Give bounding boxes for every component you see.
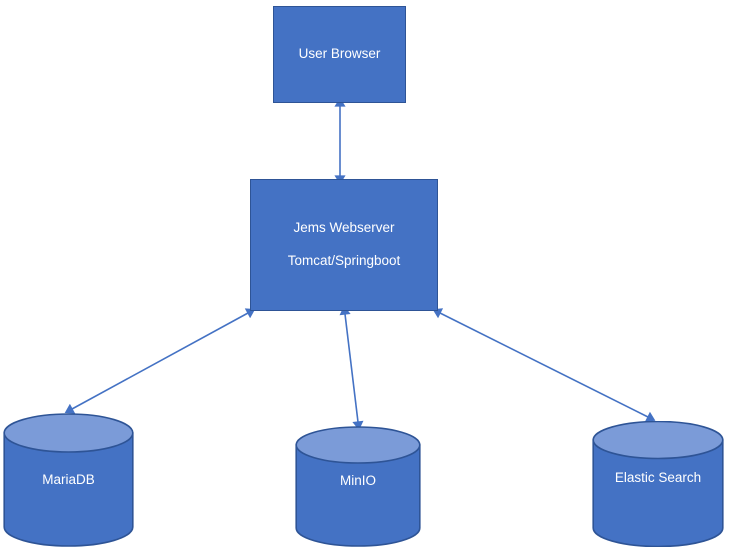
connector-webserver-minio — [339, 305, 364, 431]
connector-webserver-mariadb — [64, 308, 256, 414]
node-minio: MinIO — [295, 426, 421, 547]
node-elastic-search: Elastic Search — [592, 421, 724, 547]
node-mariadb: MariaDB — [3, 413, 134, 547]
minio-cylinder-shape — [295, 426, 421, 547]
node-jems-webserver-label-primary: Jems Webserver — [293, 220, 395, 236]
node-minio-label: MinIO — [339, 473, 376, 488]
node-mariadb-label: MariaDB — [42, 472, 95, 487]
node-jems-webserver-label-secondary: Tomcat/Springboot — [287, 253, 401, 268]
node-jems-webserver: Jems Webserver Tomcat/Springboot — [250, 179, 438, 311]
mariadb-cylinder-shape — [3, 413, 134, 547]
node-user-browser-label: User Browser — [298, 46, 381, 62]
connector-webserver-elastic — [432, 308, 656, 422]
node-elastic-search-label: Elastic Search — [614, 470, 702, 485]
elastic-search-cylinder-shape — [592, 421, 724, 547]
node-user-browser: User Browser — [273, 6, 406, 103]
